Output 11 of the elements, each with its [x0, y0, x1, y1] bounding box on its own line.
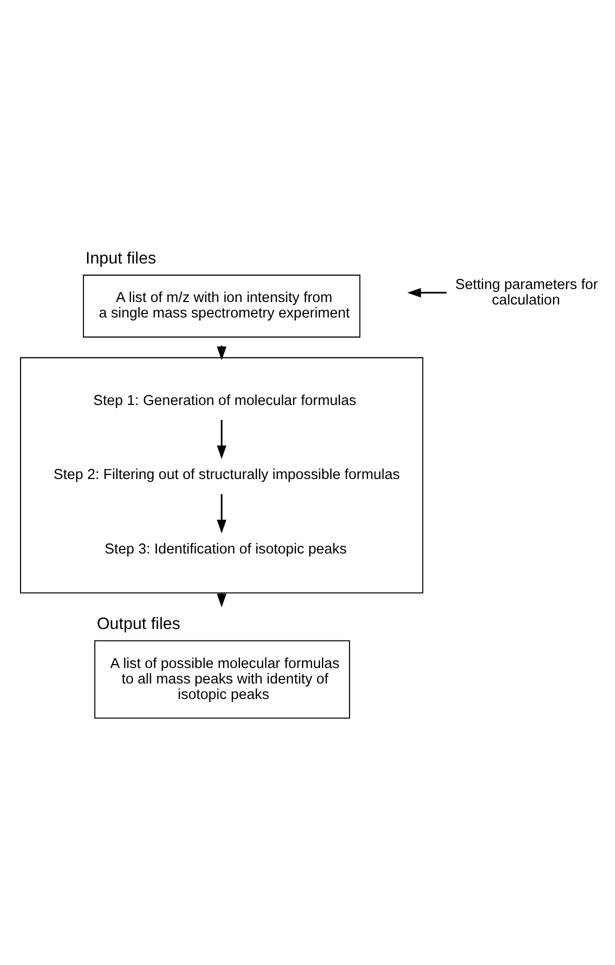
- node-label: Output files: [96, 614, 180, 633]
- node-text: Setting parameters for calculation: [455, 276, 598, 308]
- arrow: [407, 287, 447, 297]
- arrow: [216, 419, 226, 459]
- node-box: A list of m/z with ion intensity from a single mass spectrometry experiment: [82, 274, 360, 338]
- node-box: A list of possible molecular formulas to all mass peaks with identity of isotopic peaks: [94, 640, 350, 718]
- node-text: Step 3: Identification of isotopic peaks: [104, 540, 347, 557]
- node-text: Step 1: Generation of molecular formulas: [93, 392, 356, 408]
- node-label: Input files: [86, 249, 156, 268]
- node-text: Step 2: Filtering out of structurally impossible formulas: [54, 466, 400, 483]
- arrow: [216, 494, 226, 533]
